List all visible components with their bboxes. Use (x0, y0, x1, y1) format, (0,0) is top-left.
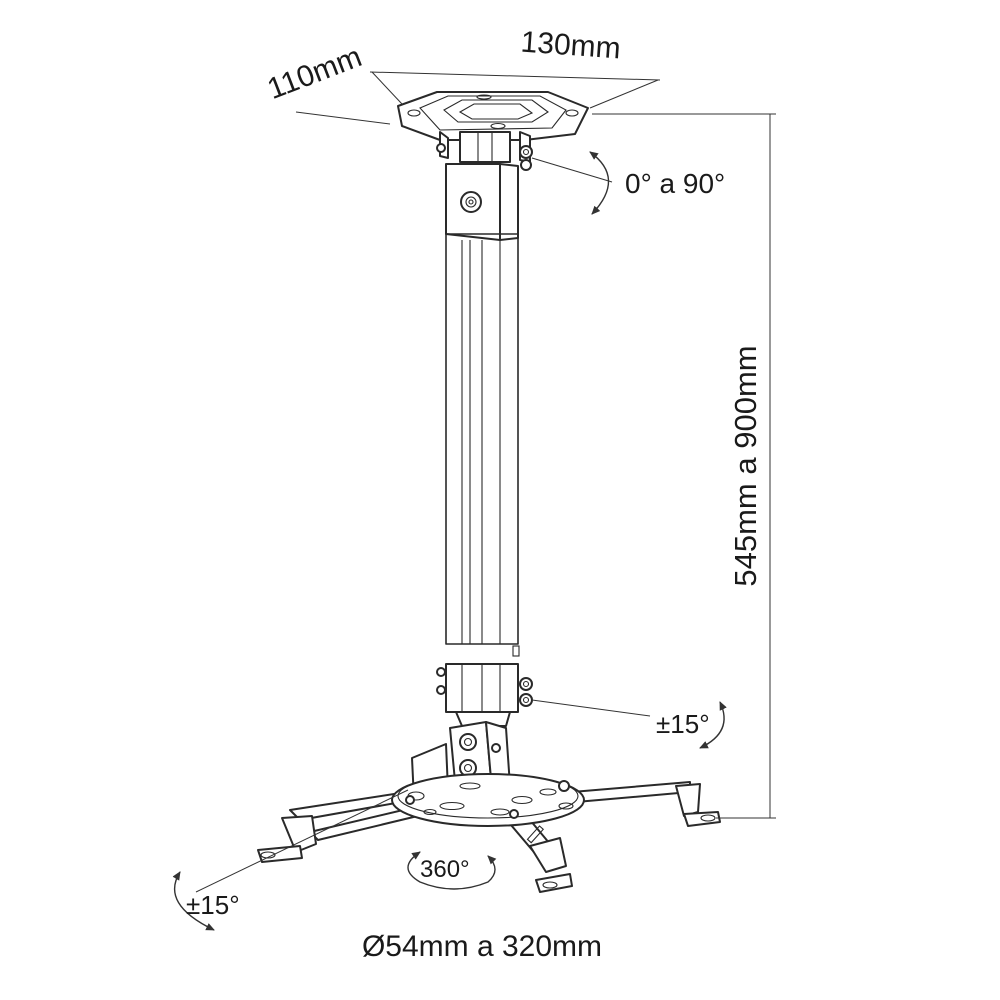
mounting-arms (257, 781, 721, 893)
rotation-arrow-icon (407, 851, 497, 890)
rotating-base-plate (391, 773, 585, 827)
depth-label: 110mm (263, 40, 366, 106)
leader-tilt-arm (195, 789, 409, 893)
lower-clamp (436, 663, 533, 727)
extension-tube (445, 233, 520, 657)
ceiling-plate (397, 91, 589, 141)
tilt-arm-label: ±15° (186, 890, 240, 920)
diameter-range-label: Ø54mm a 320mm (362, 930, 602, 963)
dimension-130mm (369, 71, 661, 109)
rotation-label: 360° (420, 856, 470, 883)
tilt-arm-arrow-icon (172, 871, 215, 931)
tilt-bottom-arrow-icon (699, 701, 727, 749)
top-bracket (436, 131, 533, 171)
dimension-height (592, 113, 776, 819)
height-range-label: 545mm a 900mm (728, 345, 763, 586)
tilt-bottom-label: ±15° (656, 709, 710, 739)
dimension-110mm (295, 111, 391, 125)
width-label: 130mm (520, 26, 622, 66)
tilt-top-arrow-icon (589, 151, 610, 215)
leader-tilt-bottom (531, 699, 651, 717)
tilt-top-label: 0° a 90° (625, 168, 725, 199)
upper-clamp (445, 163, 519, 241)
